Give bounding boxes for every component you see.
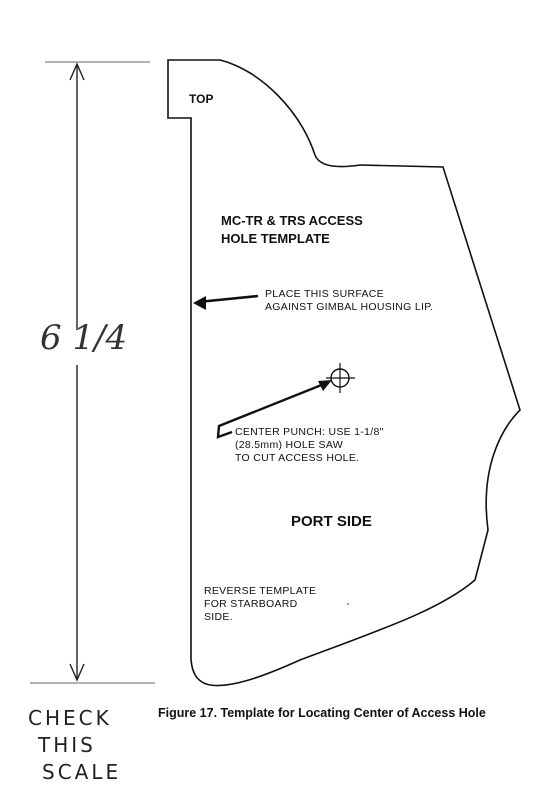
dimension-arrow-bottom	[69, 663, 85, 682]
top-label: TOP	[189, 92, 214, 106]
handwritten-line-1: CHECK	[28, 706, 112, 730]
reverse-note-line-1: REVERSE TEMPLATE	[204, 585, 317, 597]
template-outline	[167, 59, 521, 687]
figure-caption: Figure 17. Template for Locating Center …	[158, 706, 486, 720]
title-line-1: MC-TR & TRS ACCESS	[221, 213, 363, 228]
punch-note: CENTER PUNCH: USE 1-1/8" (28.5mm) HOLE S…	[235, 426, 384, 465]
punch-note-line-2: (28.5mm) HOLE SAW	[235, 439, 343, 451]
template-title: MC-TR & TRS ACCESS HOLE TEMPLATE	[221, 212, 363, 248]
port-side-label: PORT SIDE	[291, 513, 372, 530]
surface-arrow	[193, 294, 259, 310]
handwritten-note: CHECK THIS SCALE	[28, 705, 121, 786]
dimension-value: 6 1/4	[40, 318, 128, 358]
dimension-arrow-top	[69, 62, 85, 81]
reverse-note-line-3: SIDE.	[204, 611, 233, 623]
dimension-line	[30, 61, 155, 684]
punch-note-line-3: TO CUT ACCESS HOLE.	[235, 452, 360, 464]
handwritten-line-2: THIS	[38, 733, 96, 757]
surface-note: PLACE THIS SURFACE AGAINST GIMBAL HOUSIN…	[265, 288, 433, 314]
punch-leader-arrow	[216, 380, 332, 439]
surface-note-line-2: AGAINST GIMBAL HOUSING LIP.	[265, 301, 434, 313]
handwritten-line-3: SCALE	[42, 760, 122, 784]
title-line-2: HOLE TEMPLATE	[221, 231, 330, 246]
reverse-note: REVERSE TEMPLATE FOR STARBOARD SIDE.	[204, 585, 316, 624]
surface-note-line-1: PLACE THIS SURFACE	[265, 288, 384, 300]
reverse-note-line-2: FOR STARBOARD	[204, 598, 298, 610]
punch-note-line-1: CENTER PUNCH: USE 1-1/8"	[235, 426, 384, 438]
crosshair-icon	[326, 363, 355, 393]
